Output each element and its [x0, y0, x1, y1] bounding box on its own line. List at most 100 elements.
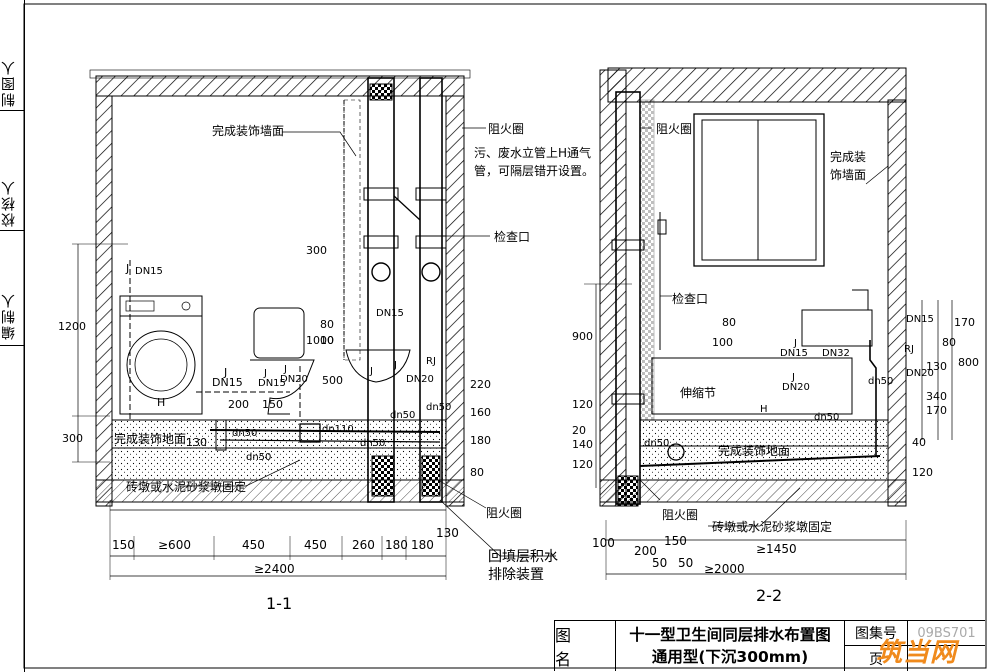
dim-v: 180 — [470, 434, 491, 447]
dim-h: 200 — [634, 544, 657, 558]
section-1-1 — [72, 69, 556, 580]
dim-h: 50 — [652, 556, 668, 570]
dim-v: 120 — [572, 458, 593, 471]
pipe-label: DN20 — [406, 374, 434, 385]
dim-v: 120 — [912, 466, 933, 479]
pipe-label: dn50 — [232, 428, 258, 439]
dim-h: 450 — [304, 538, 327, 552]
atlas-number: 09BS701 — [908, 621, 985, 646]
dim-v: 80 — [722, 316, 736, 329]
pipe-label: DN20 — [906, 368, 934, 379]
pipe-label: J — [284, 364, 287, 375]
dim-h: 150 — [664, 534, 687, 548]
pipe-label: DN15 — [135, 266, 163, 277]
pipe-label: J — [126, 262, 130, 275]
dim-h: 130 — [436, 526, 459, 540]
dim-v: 1200 — [58, 320, 86, 333]
dim-v: 170 — [926, 404, 947, 417]
pipe-label: dn50 — [814, 412, 840, 423]
pipe-label: RJ — [904, 344, 914, 355]
fire-ring-bottom-callout: 阻火圈 — [486, 506, 523, 520]
dim-h: ≥1450 — [756, 542, 797, 556]
fire-ring-bottom-callout: 阻火圈 — [662, 508, 699, 522]
dim-h: 50 — [678, 556, 694, 570]
pipe-label: dn50 — [360, 438, 386, 449]
finished-wall-callout: 完成装饰墙面 — [212, 124, 285, 138]
stack-note-line2: 管，可隔层错开设置。 — [474, 164, 595, 178]
dim-v: 300 — [306, 244, 327, 257]
dim-v: 80 — [942, 336, 956, 349]
pipe-label: dn50 — [644, 438, 670, 449]
pipe-label: J — [792, 372, 795, 383]
dim-h: 260 — [352, 538, 375, 552]
dim-v: 130 — [186, 436, 207, 449]
dim-h: 180 — [411, 538, 434, 552]
dim-v: 10 — [320, 334, 334, 347]
pipe-label: H — [157, 396, 166, 409]
finished-wall-line2: 饰墙面 — [830, 168, 867, 182]
pipe-label: DN32 — [822, 348, 850, 359]
dim-v: 150 — [262, 398, 283, 411]
pipe-label: J — [794, 338, 797, 349]
drawing-name-label: 图 名 — [555, 621, 616, 671]
drain-device-line1: 回填层积水 — [488, 549, 558, 565]
dim-v: 170 — [954, 316, 975, 329]
pipe-label: J — [224, 366, 228, 379]
pipe-label: J — [264, 368, 267, 379]
pipe-label: DN15 — [780, 348, 808, 359]
section-caption: 1-1 — [266, 594, 293, 613]
dim-h: 100 — [592, 536, 615, 550]
pipe-label: dn50 — [868, 376, 894, 387]
dim-h: ≥600 — [158, 538, 191, 552]
dim-v: 900 — [572, 330, 593, 343]
dim-v: 1000 — [306, 334, 334, 347]
dim-h: 450 — [242, 538, 265, 552]
dim-total: ≥2000 — [704, 562, 745, 576]
brick-pier-callout: 砖墩或水泥砂浆墩固定 — [712, 520, 833, 534]
pipe-label: dn50 — [426, 402, 452, 413]
dim-v: 80 — [320, 318, 334, 331]
dim-v: 80 — [470, 466, 484, 479]
pipe-label: dn110 — [322, 424, 354, 435]
drain-device-line2: 排除装置 — [488, 567, 544, 583]
dim-v: 140 — [572, 438, 593, 451]
pipe-label: dn50 — [390, 410, 416, 421]
brick-pier-callout: 砖墩或水泥砂浆墩固定 — [126, 480, 247, 494]
dim-h: 150 — [112, 538, 135, 552]
dim-v: 340 — [926, 390, 947, 403]
pipe-label: DN15 — [258, 378, 286, 389]
expansion-callout: 伸缩节 — [680, 386, 717, 400]
atlas-label: 图集号 — [845, 621, 908, 646]
pipe-label: DN20 — [782, 382, 810, 393]
pipe-label: DN15 — [906, 314, 934, 325]
pipe-label: J — [394, 360, 397, 371]
drawing-title-line1: 十一型卫生间同层排水布置图 — [629, 626, 831, 644]
dim-v: 500 — [322, 374, 343, 387]
pipe-label: DN15 — [376, 308, 404, 319]
finished-wall-line1: 完成装 — [830, 150, 867, 164]
stack-note-line1: 污、废水立管上H通气 — [474, 146, 592, 160]
title-block: 图 名 十一型卫生间同层排水布置图 通用型(下沉300mm) 图集号 09BS7… — [554, 620, 985, 671]
dim-total: ≥2400 — [254, 562, 295, 576]
finished-floor-callout: 完成装饰地面 — [114, 432, 187, 446]
drawing-title-line2: 通用型(下沉300mm) — [651, 648, 809, 666]
pipe-label: H — [760, 404, 768, 415]
section-2-2 — [584, 67, 953, 580]
dim-v: 20 — [572, 424, 586, 437]
dim-v: 160 — [470, 406, 491, 419]
finished-floor-callout: 完成装饰地面 — [718, 444, 791, 458]
dim-v: 130 — [926, 360, 947, 373]
pipe-label: DN15 — [212, 376, 243, 389]
dim-h: 180 — [385, 538, 408, 552]
inspection-callout: 检查口 — [672, 292, 709, 306]
dim-v: 800 — [958, 356, 979, 369]
dim-v: 40 — [912, 436, 926, 449]
pipe-label: DN20 — [280, 374, 308, 385]
dim-v: 100 — [712, 336, 733, 349]
dim-v: 220 — [470, 378, 491, 391]
fire-ring-top-callout: 阻火圈 — [656, 122, 693, 136]
dim-v: 120 — [572, 398, 593, 411]
pipe-label: J — [370, 366, 373, 377]
